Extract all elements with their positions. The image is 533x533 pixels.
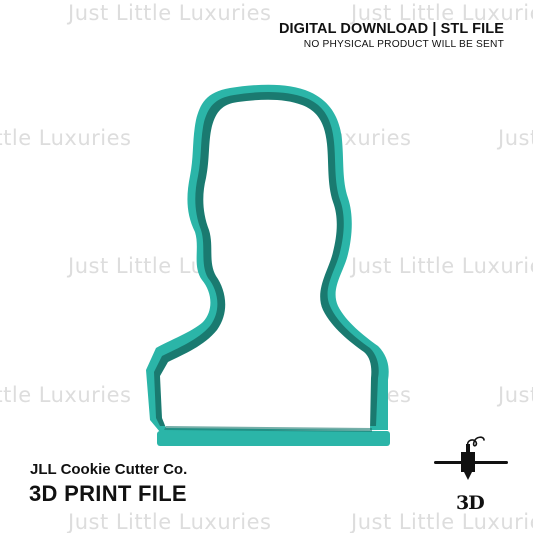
header-subtitle: NO PHYSICAL PRODUCT WILL BE SENT [303, 39, 504, 50]
watermark-text: Just Little Luxuries [0, 383, 132, 407]
watermark-text: Just Little Luxuries [498, 126, 533, 150]
watermark-text: Just Little Luxuries [68, 1, 272, 25]
cutter-base-flange [157, 431, 390, 446]
cutter-interior [160, 99, 372, 430]
watermark-text: Just Little Luxuries [351, 254, 533, 278]
watermark-text: Just Little Luxuries [351, 1, 533, 25]
watermark-text: Just Little Luxuries [0, 126, 132, 150]
cutter-bottom-rim [164, 426, 372, 432]
header-title: DIGITAL DOWNLOAD | STL FILE [278, 21, 504, 37]
3d-label: 3D [456, 492, 485, 514]
watermark-text: Just Little Luxuries [498, 383, 533, 407]
file-type-label: 3D PRINT FILE [29, 481, 187, 506]
3d-printer-icon [434, 436, 508, 480]
watermark-text: Just Little Luxuries [351, 510, 533, 533]
company-name: JLL Cookie Cutter Co. [30, 461, 188, 478]
watermark-text: Just Little Luxuries [68, 510, 272, 533]
